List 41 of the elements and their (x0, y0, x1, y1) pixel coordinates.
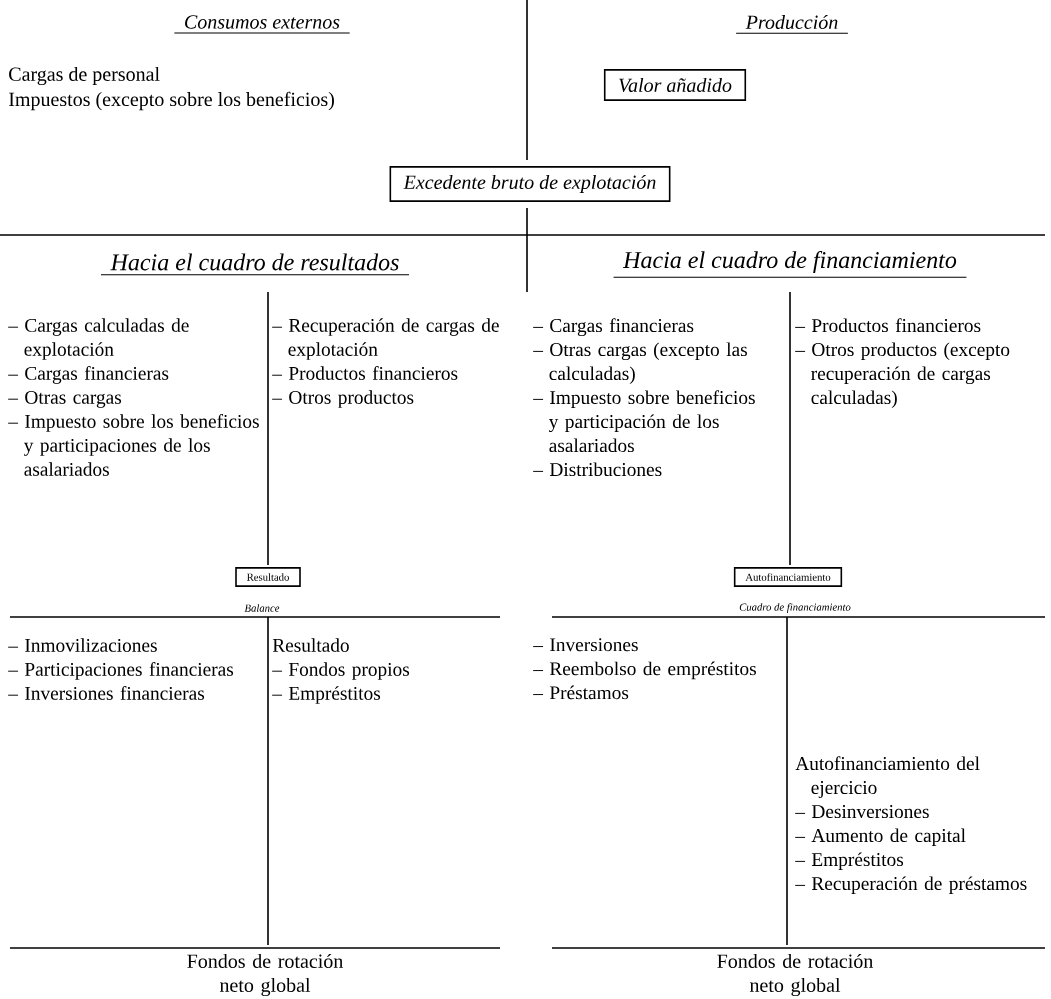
column-heading: Producción (745, 14, 838, 30)
list-item: – Recuperación de cargas de explotación (272, 318, 499, 360)
list-item: – Otros productos (272, 390, 414, 408)
list-item: – Fondos propios (272, 662, 410, 680)
list-item: – Impuesto sobre los beneficios y participaciones de los asalariados (8, 414, 259, 476)
list-item: – Empréstitos (272, 686, 381, 704)
list-item: – Empréstitos (795, 852, 904, 870)
account-total: Fondos de rotación neto global (187, 953, 343, 997)
list-item: – Cargas financieras (533, 318, 694, 337)
list-item: Autofinanciamiento del ejercicio (795, 756, 980, 798)
list-item: – Cargas calculadas de explotación (8, 318, 189, 360)
section-heading: Hacia el cuadro de financiamiento (622, 251, 957, 273)
list-item: – Productos financieros (795, 318, 981, 333)
list-item: – Otras cargas (excepto las calculadas) (533, 342, 747, 384)
list-item: – Préstamos (533, 685, 629, 700)
list-item: – Participaciones financieras (8, 662, 234, 680)
cost-item: Cargas de personal (9, 66, 160, 86)
result-box: Resultado (235, 567, 301, 587)
account-total: Fondos de rotación neto global (717, 953, 873, 997)
list-item: – Distribuciones (533, 462, 662, 477)
column-heading: Consumos externos (185, 15, 340, 29)
list-item: – Inmovilizaciones (8, 638, 157, 652)
account-title: Cuadro de financiamiento (739, 603, 851, 613)
list-item: – Aumento de capital (795, 828, 966, 846)
section-heading: Hacia el cuadro de resultados (110, 253, 399, 271)
list-item: Resultado (272, 638, 349, 652)
list-item: – Cargas financieras (8, 366, 169, 384)
list-item: – Desinversiones (795, 805, 929, 819)
result-box: Excedente bruto de explotación (389, 166, 671, 202)
list-item: – Productos financieros (272, 366, 458, 380)
list-item: – Otros productos (excepto recuperación de cargas calculadas) (795, 342, 1010, 408)
list-item: – Inversiones (533, 638, 638, 652)
cost-item: Impuestos (excepto sobre los beneficios) (9, 91, 334, 111)
list-item: – Otras cargas (8, 390, 122, 408)
list-item: – Inversiones financieras (8, 686, 205, 700)
result-box: Autofinanciamiento (733, 567, 843, 587)
account-title: Balance (244, 604, 280, 612)
list-item: – Recuperación de préstamos (795, 876, 1027, 894)
value-box: Valor añadido (603, 69, 747, 101)
list-item: – Reembolso de empréstitos (533, 661, 756, 680)
list-item: – Impuesto sobre beneficios y participación de los asalariados (533, 390, 755, 453)
